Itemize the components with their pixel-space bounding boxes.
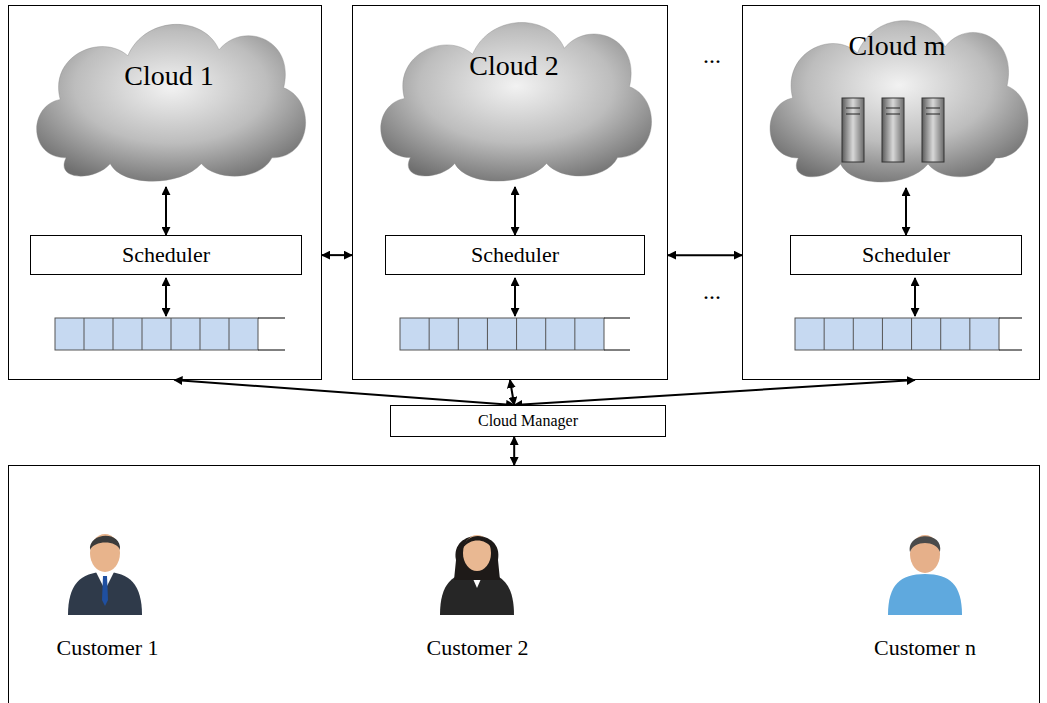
cloud-shape xyxy=(366,10,662,187)
process-box: Scheduler xyxy=(385,235,645,275)
queue-divider xyxy=(142,318,143,350)
customer-label: Customer 2 xyxy=(405,628,550,668)
queue-group xyxy=(55,318,1022,350)
cloud-shape xyxy=(22,12,316,187)
customer-label: Customer 1 xyxy=(35,628,180,668)
queue-divider xyxy=(113,318,114,350)
ellipsis-mark: ... xyxy=(703,278,721,305)
connector-arrow xyxy=(514,187,516,235)
queue-cells xyxy=(400,318,604,350)
connector-arrow xyxy=(322,254,352,256)
cloud-name: Cloud 1 xyxy=(124,60,213,92)
queue-arrows xyxy=(166,278,915,316)
queue-divider xyxy=(969,318,970,350)
process-box: Scheduler xyxy=(790,235,1022,275)
connector-arrow xyxy=(510,380,514,405)
process-box: Scheduler xyxy=(30,235,302,275)
cloud-panel: Cloud m Scheduler xyxy=(742,5,1040,380)
queue-divider xyxy=(200,318,201,350)
box-label: Scheduler xyxy=(122,242,210,267)
queue-divider xyxy=(487,318,488,350)
server-rack xyxy=(922,98,944,162)
connector-arrow xyxy=(905,188,907,235)
box-label: Scheduler xyxy=(862,242,950,267)
connector-arrow xyxy=(165,187,167,235)
cloud-panel: Cloud 2 Scheduler xyxy=(352,5,668,380)
queue-arrow xyxy=(514,278,516,316)
cloud-node: Cloud m xyxy=(756,8,1038,188)
queue-divider xyxy=(545,318,546,350)
cloud-node: Cloud 2 xyxy=(366,10,662,187)
connector-arrow xyxy=(174,380,514,405)
queue-divider xyxy=(882,318,883,350)
queue-divider xyxy=(940,318,941,350)
customer-name: Customer 1 xyxy=(56,635,158,660)
queue-open-end xyxy=(258,318,285,319)
queue-divider xyxy=(853,318,854,350)
queue-divider xyxy=(574,318,575,350)
queue-divider xyxy=(229,318,230,350)
server-rack xyxy=(882,98,904,162)
queue-open-end xyxy=(999,318,1022,319)
queue-divider xyxy=(911,318,912,350)
connector-arrow xyxy=(668,254,742,256)
queue-open-end xyxy=(999,350,1022,351)
queue-divider xyxy=(458,318,459,350)
queue-cells xyxy=(55,318,258,350)
cloud-name: Cloud 2 xyxy=(469,50,558,82)
queue-arrow xyxy=(165,278,167,316)
server-rack xyxy=(842,98,864,162)
queue-divider xyxy=(171,318,172,350)
queue-open-end xyxy=(604,350,630,351)
queue-arrow xyxy=(914,278,916,316)
customer-icon xyxy=(440,535,514,615)
queue-divider xyxy=(516,318,517,350)
queue-cells xyxy=(795,318,999,350)
box-label: Cloud Manager xyxy=(478,412,578,430)
customer-icon xyxy=(68,534,142,615)
cloud-panel: Customer 1 Customer 2 Customer n xyxy=(8,465,1040,703)
customer-label: Customer n xyxy=(855,628,995,668)
cloud-name: Cloud m xyxy=(848,30,945,62)
queue-divider xyxy=(429,318,430,350)
customer-name: Customer n xyxy=(874,635,976,660)
cloud-panel: Cloud 1 Scheduler xyxy=(8,5,322,380)
queue-open-end xyxy=(604,318,630,319)
queue-divider xyxy=(824,318,825,350)
cloud-node: Cloud 1 xyxy=(22,12,316,187)
connector-arrow xyxy=(513,437,515,465)
connector-arrow xyxy=(514,380,915,405)
customer-name: Customer 2 xyxy=(426,635,528,660)
queue-divider xyxy=(84,318,85,350)
ellipsis-mark: ... xyxy=(703,42,721,69)
customer-icon xyxy=(888,535,962,615)
queue-open-end xyxy=(258,350,285,351)
process-box: Cloud Manager xyxy=(390,405,666,437)
box-label: Scheduler xyxy=(471,242,559,267)
